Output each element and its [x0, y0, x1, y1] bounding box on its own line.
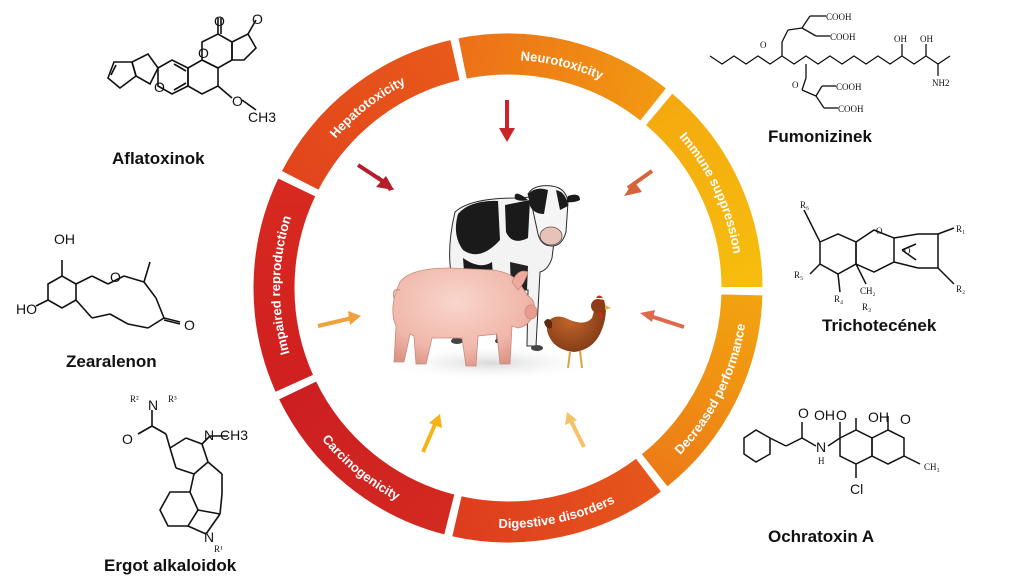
ochratoxin-cl: Cl [850, 481, 863, 497]
ochratoxin-structure: OH O N H O OH O Cl CH₃ [740, 405, 960, 523]
zearalenone-molecule: OH HO O O [16, 231, 195, 333]
aflatoxin-structure: O O O O O CH3 [92, 8, 292, 153]
ergot-r3: R³ [168, 394, 177, 404]
trichothecene-label: Trichotecének [822, 316, 937, 335]
zearalenone-structure: OH HO O O [14, 222, 214, 347]
effect-arrows [317, 100, 685, 453]
zearalenone-ho: HO [16, 301, 37, 317]
fumonisin-molecule: O O COOH COOH COOH COOH OH OH NH2 [709, 12, 951, 114]
arrow-top [499, 100, 515, 142]
ergot-r1: R¹ [214, 544, 223, 554]
ring-segment [277, 36, 464, 194]
trichothecene-r5: R₅ [794, 270, 803, 280]
ergot-o: O [122, 431, 133, 447]
fumonisin-o2: O [792, 80, 799, 90]
ochratoxin-n: N [816, 439, 826, 455]
trichothecene-ch2: CH₂ [860, 286, 876, 296]
aflatoxin-o-right: O [252, 11, 263, 27]
trichothecene-r3: R₃ [862, 302, 871, 312]
trichothecene-molecule: R₆ R₅ R₄ CH₂ R₃ R₁ R₂ O O [794, 200, 965, 312]
ochratoxin-h: H [818, 456, 825, 466]
arrow-top-left [356, 163, 394, 191]
aflatoxin-label: Aflatoxinok [112, 149, 205, 168]
ergot-label: Ergot alkaloidok [104, 556, 237, 575]
aflatoxin-molecule: O O O O O CH3 [107, 11, 276, 125]
ochratoxin-oh-phenol: OH [868, 409, 889, 425]
zearalenone-label: Zearalenon [66, 352, 157, 371]
pig-image [392, 267, 538, 367]
ochratoxin-o-lactone: O [900, 411, 911, 427]
ochratoxin-o-acid: O [798, 405, 809, 421]
fumonisin-cooh-2: COOH [830, 32, 856, 42]
ochratoxin-label: Ochratoxin A [768, 527, 875, 546]
trichothecene-structure: R₆ R₅ R₄ CH₂ R₃ R₁ R₂ O O [790, 198, 990, 318]
fumonisin-structure: O O COOH COOH COOH COOH OH OH NH2 [706, 8, 1006, 128]
aflatoxin-methyl: CH3 [248, 109, 276, 125]
fumonisin-oh-1: OH [894, 34, 907, 44]
ring-segment [455, 30, 671, 125]
chicken-image [544, 295, 611, 369]
animals-group [379, 185, 611, 381]
aflatoxin-methoxy-o: O [232, 93, 243, 109]
arrow-bottom-left [421, 414, 442, 453]
zearalenone-oh-top: OH [54, 231, 75, 247]
zearalenone-o-ketone: O [184, 317, 195, 333]
effects-ring [250, 30, 766, 546]
fumonisin-label: Fumonizinek [768, 127, 872, 146]
trichothecene-r4: R₄ [834, 294, 843, 304]
fumonisin-cooh-4: COOH [838, 104, 864, 114]
arrow-left [317, 311, 361, 328]
ergot-n-indole: N [204, 529, 214, 545]
ergot-ch3: CH3 [220, 427, 248, 443]
ergot-r2: R² [130, 394, 139, 404]
ochratoxin-molecule: OH O N H O OH O Cl CH₃ [743, 405, 940, 497]
ring-segment [448, 454, 666, 546]
ergot-molecule: R² N R³ O N CH3 N R¹ [122, 394, 248, 554]
ergot-structure: R² N R³ O N CH3 N R¹ [120, 392, 280, 565]
aflatoxin-o-ring: O [154, 79, 165, 95]
fumonisin-cooh-1: COOH [826, 12, 852, 22]
ring-segment [275, 377, 458, 539]
ochratoxin-o-amide: O [836, 407, 847, 423]
fumonisin-cooh-3: COOH [836, 82, 862, 92]
trichothecene-r6: R₆ [800, 200, 809, 210]
fumonisin-nh2: NH2 [932, 78, 950, 88]
ergot-n-ring: N [204, 427, 214, 443]
ergot-n-amide: N [148, 397, 158, 413]
aflatoxin-o-top: O [214, 13, 225, 29]
ground-shadow [379, 345, 603, 381]
ochratoxin-ch3: CH₃ [924, 462, 940, 472]
trichothecene-r2: R₂ [956, 284, 965, 294]
trichothecene-o-epoxide: O [904, 246, 911, 256]
trichothecene-r1: R₁ [956, 224, 965, 234]
ring-segment [637, 291, 766, 491]
aflatoxin-o-lactone: O [198, 45, 209, 61]
arrow-top-right [624, 169, 654, 196]
arrow-bottom-right [565, 412, 586, 448]
ring-segment [250, 174, 320, 396]
ochratoxin-oh: OH [814, 407, 835, 423]
trichothecene-o-ring: O [876, 226, 883, 236]
fumonisin-o1: O [760, 40, 767, 50]
fumonisin-oh-2: OH [920, 34, 933, 44]
ring-segment [641, 89, 766, 291]
arrow-right [640, 310, 685, 329]
zearalenone-o-ester: O [110, 269, 121, 285]
